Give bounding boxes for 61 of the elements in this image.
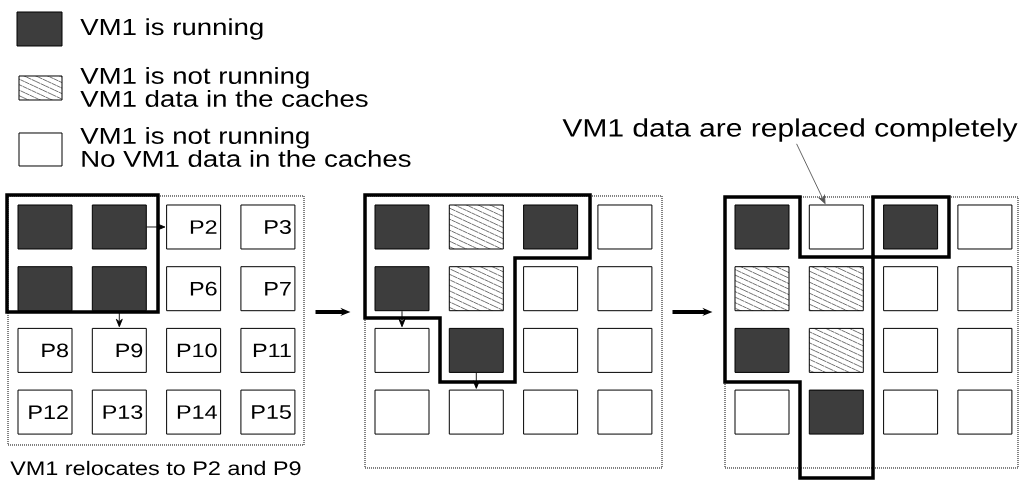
processor-box <box>883 389 939 435</box>
processor-box: P2 <box>166 204 222 250</box>
processor-box <box>597 327 653 373</box>
processor-box <box>883 327 939 373</box>
dotted-frame <box>364 195 663 469</box>
processor-box: P7 <box>240 266 296 312</box>
processor-box <box>448 266 504 312</box>
processor-box <box>597 389 653 435</box>
processor-box: P11 <box>240 327 296 373</box>
processor-box <box>523 389 579 435</box>
processor-box <box>808 327 864 373</box>
processor-box <box>883 266 939 312</box>
processor-box <box>17 204 73 250</box>
processor-box <box>957 389 1013 435</box>
processor-box <box>808 204 864 250</box>
processor-box: P15 <box>240 389 296 435</box>
legend-text: VM1 is not running No VM1 data in the caches <box>80 127 411 167</box>
processor-box <box>374 389 430 435</box>
processor-box: P10 <box>166 327 222 373</box>
processor-box <box>597 266 653 312</box>
processor-box <box>808 266 864 312</box>
processor-box <box>734 266 790 312</box>
processor-box: P9 <box>91 327 147 373</box>
processor-box <box>883 204 939 250</box>
processor-box <box>374 266 430 312</box>
dotted-frame <box>7 195 305 446</box>
caption-text: VM1 relocates to P2 and P9 <box>10 460 301 476</box>
processor-box <box>597 204 653 250</box>
processor-box: P14 <box>166 389 222 435</box>
processor-box: P12 <box>17 389 73 435</box>
processor-box <box>957 266 1013 312</box>
processor-box <box>808 389 864 435</box>
processor-box <box>374 327 430 373</box>
processor-box <box>734 204 790 250</box>
legend-text: VM1 is running <box>80 18 263 40</box>
processor-box <box>17 266 73 312</box>
processor-box: P6 <box>166 266 222 312</box>
arrow <box>472 372 480 389</box>
processor-box <box>448 204 504 250</box>
leader-line <box>796 143 826 204</box>
processor-box: P8 <box>17 327 73 373</box>
dotted-frame <box>724 196 1019 469</box>
processor-box <box>957 327 1013 373</box>
arrow <box>146 223 166 231</box>
processor-box <box>523 327 579 373</box>
arrow <box>398 310 406 328</box>
processor-box <box>523 204 579 250</box>
processor-box <box>957 204 1013 250</box>
processor-box <box>374 204 430 250</box>
processor-box <box>734 389 790 435</box>
processor-box <box>448 327 504 373</box>
processor-box <box>523 266 579 312</box>
processor-box <box>448 389 504 435</box>
processor-box <box>91 266 147 312</box>
processor-box <box>91 204 147 250</box>
annotation-text: VM1 data are replaced completely <box>562 118 1018 142</box>
arrow <box>115 310 123 328</box>
processor-box: P13 <box>91 389 147 435</box>
processor-box <box>734 327 790 373</box>
processor-box: P3 <box>240 204 296 250</box>
legend-text: VM1 is not running VM1 data in the caches <box>80 67 368 107</box>
